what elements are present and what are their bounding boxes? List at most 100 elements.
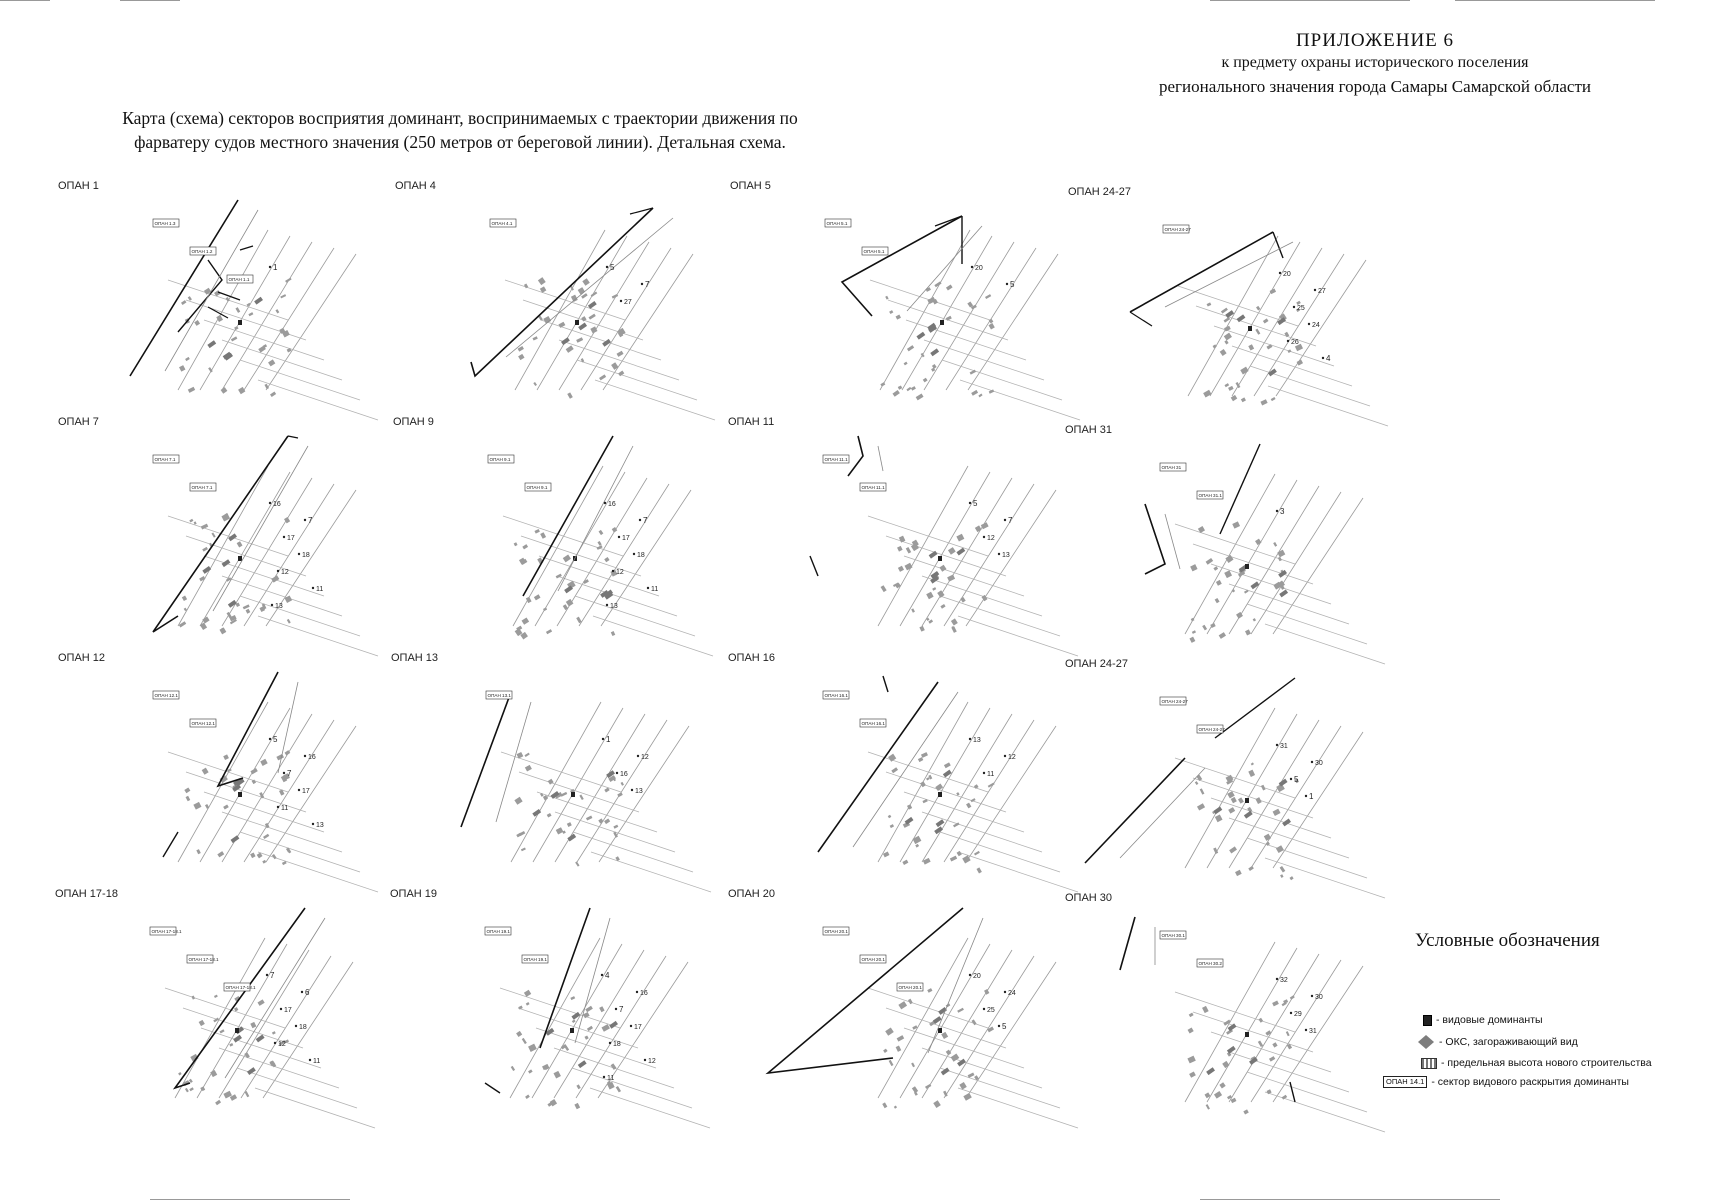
street-line	[903, 791, 1025, 833]
fairway-line	[1119, 767, 1206, 859]
building-block	[1210, 622, 1216, 628]
dominant-number: 17	[622, 535, 630, 542]
blocking-building	[1268, 368, 1277, 377]
dominant-number: 7	[619, 1005, 624, 1014]
street-line	[174, 937, 266, 1099]
building-block	[1228, 385, 1234, 391]
building-block	[597, 540, 602, 546]
building-block	[1199, 788, 1205, 795]
building-block	[217, 851, 225, 858]
street-line	[592, 615, 714, 657]
building-block	[1226, 1051, 1232, 1057]
street-line	[558, 339, 680, 381]
building-block	[566, 822, 572, 827]
appendix-title: ПРИЛОЖЕНИЕ 6	[1295, 30, 1455, 51]
dominant-point	[273, 1041, 277, 1045]
sector-tag-box	[861, 246, 889, 256]
building-block	[520, 631, 528, 640]
dominant-point	[294, 1024, 298, 1028]
building-block	[1203, 389, 1212, 398]
building-block	[204, 804, 210, 809]
building-block	[229, 1094, 238, 1101]
building-block	[185, 356, 190, 362]
sector-tag: ОПАН 17-18.1	[226, 985, 257, 990]
building-block	[957, 1007, 964, 1013]
building-block	[988, 389, 995, 394]
building-block	[904, 562, 913, 571]
building-block	[882, 851, 890, 858]
building-block	[941, 1031, 949, 1040]
sector-tag-box	[149, 926, 177, 936]
building-block	[286, 618, 291, 624]
street-line	[500, 751, 622, 793]
dominant-number: 7	[643, 516, 648, 525]
building-block	[269, 391, 277, 397]
dominant-number: 27	[1318, 288, 1326, 295]
panel-label: ОПАН 17-18	[55, 888, 118, 900]
building-block	[223, 754, 229, 761]
building-block	[585, 815, 593, 821]
dominant-marker	[575, 320, 579, 325]
dominant-number: 17	[634, 1024, 642, 1031]
building-block	[1269, 288, 1277, 295]
building-block	[189, 518, 194, 523]
panel-label: ОПАН 24-27	[1068, 186, 1131, 198]
blocking-building	[255, 1034, 265, 1043]
building-block	[582, 1011, 590, 1019]
blocking-building	[224, 352, 234, 361]
building-block	[1231, 589, 1236, 593]
blocking-building	[550, 791, 560, 799]
building-block	[521, 617, 530, 625]
building-block	[1296, 359, 1304, 366]
street-line	[265, 489, 357, 627]
building-block	[922, 377, 928, 383]
blocking-building	[942, 769, 952, 778]
dominant-point	[268, 501, 272, 505]
sector-tag-box	[1162, 224, 1190, 234]
dominant-point	[1304, 1028, 1308, 1032]
building-block	[1272, 1042, 1278, 1048]
blocking-building	[560, 337, 570, 346]
street-line	[185, 535, 307, 577]
building-block	[1206, 302, 1212, 307]
building-block	[882, 1102, 888, 1109]
building-block	[1236, 611, 1243, 619]
dominant-number: 30	[1315, 760, 1323, 767]
panel-label: ОПАН 9	[393, 416, 434, 428]
building-block	[892, 389, 900, 397]
building-block	[584, 1035, 589, 1040]
building-block	[554, 792, 563, 799]
dominant-number: 24	[1008, 990, 1016, 997]
sector-tag: ОПАН 31	[1162, 465, 1182, 470]
building-block	[565, 598, 574, 607]
building-block	[201, 767, 209, 775]
dominant-point	[282, 535, 286, 539]
sector-tag-box	[152, 454, 180, 464]
building-block	[1213, 566, 1219, 571]
building-block	[611, 362, 619, 370]
sector-tag: ОПАН 1.3	[155, 221, 176, 226]
building-block	[937, 590, 945, 598]
legend-item-blocking-building: - ОКС, загораживающий вид	[1417, 1034, 1578, 1050]
sector-tag-box	[822, 690, 850, 700]
street-line	[957, 615, 1079, 657]
sector-tag: ОПАН 20.1	[825, 929, 849, 934]
building-block	[225, 296, 230, 302]
building-block	[1247, 806, 1253, 813]
building-block	[617, 792, 623, 798]
building-block	[1187, 1027, 1194, 1034]
building-block	[230, 336, 238, 342]
blocking-building	[1213, 806, 1223, 815]
building-block	[263, 833, 270, 839]
fairway-line	[574, 917, 611, 1044]
building-block	[525, 1002, 530, 1006]
street-line	[1228, 953, 1320, 1103]
street-line	[885, 771, 1007, 813]
dominant-number: 5	[610, 263, 615, 272]
dominant-number: 12	[616, 569, 624, 576]
